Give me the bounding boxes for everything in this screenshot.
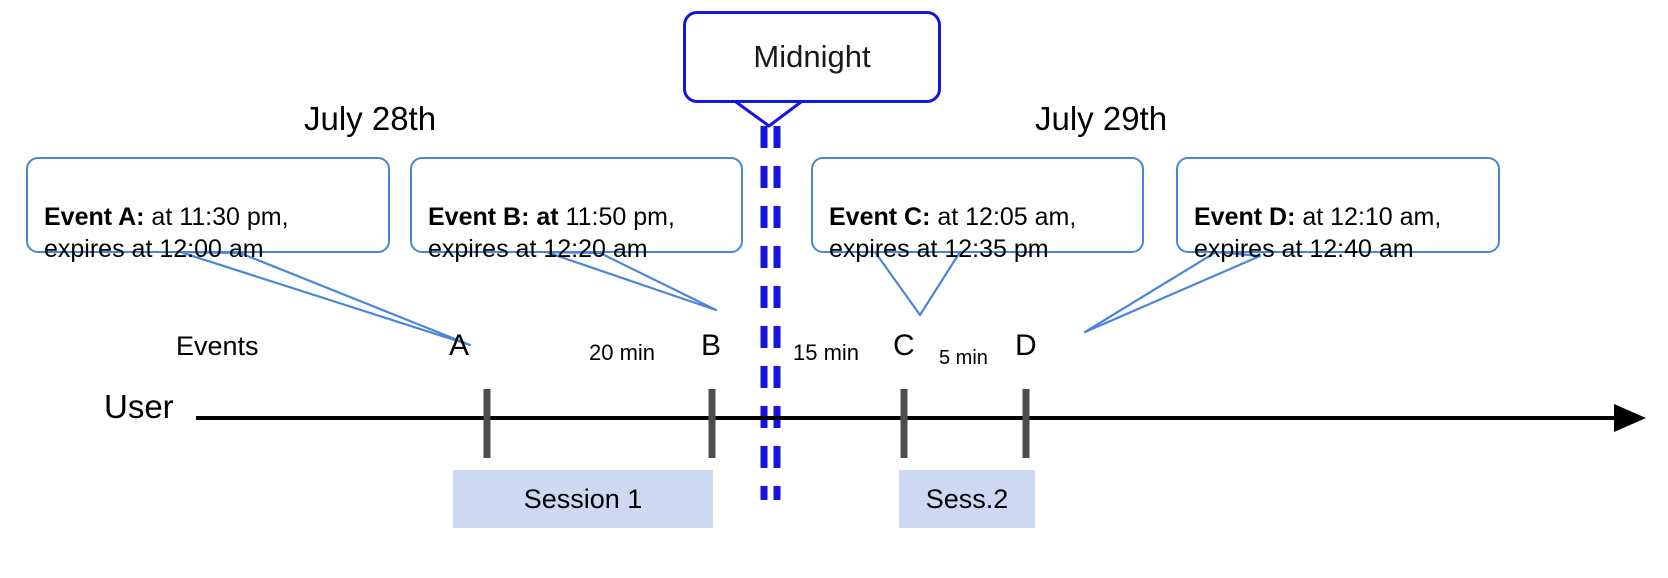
midnight-dashed-line <box>760 126 781 500</box>
day-label-july-29: July 29th <box>1035 100 1168 137</box>
callout-event-a-line2: expires at 12:00 am <box>44 235 264 263</box>
callout-event-a-title: Event A: <box>44 203 145 231</box>
timeline-axis-arrowhead <box>1614 404 1646 432</box>
midnight-label: Midnight <box>753 39 871 74</box>
callout-event-c-title: Event C: <box>829 203 931 231</box>
session-1-label: Session 1 <box>523 483 643 514</box>
callout-event-d-line1: at 12:10 am, <box>1295 203 1442 231</box>
callout-event-a[interactable]: Event A: at 11:30 pm, expires at 12:00 am <box>26 157 390 263</box>
callout-event-b-title: Event B: <box>428 203 530 231</box>
callout-event-d[interactable]: Event D: at 12:10 am, expires at 12:40 am <box>1176 157 1500 263</box>
callout-event-c[interactable]: Event C: at 12:05 am, expires at 12:35 pm <box>811 157 1144 263</box>
session-box-1[interactable]: Session 1 <box>453 470 713 528</box>
midnight-callout-tail <box>735 100 802 128</box>
tick-label-c: C <box>893 329 915 362</box>
session-2-label: Sess.2 <box>925 483 1009 514</box>
gap-label-a-b: 20 min <box>589 340 656 365</box>
callout-event-c-line1: at 12:05 am, <box>930 203 1077 231</box>
tick-label-a: A <box>449 329 470 362</box>
row-label-user: User <box>104 388 174 425</box>
callout-event-d-line2: expires at 12:40 am <box>1194 235 1414 263</box>
day-label-july-28: July 28th <box>304 100 437 137</box>
callout-event-b-title-extra: at <box>529 203 559 231</box>
callout-event-c-line2: expires at 12:35 pm <box>829 235 1049 263</box>
midnight-callout[interactable]: Midnight <box>683 11 941 103</box>
callout-event-b-line2: expires at 12:20 am <box>428 235 648 263</box>
callout-event-b-line1: 11:50 pm, <box>558 203 675 231</box>
callout-event-a-line1: at 11:30 pm, <box>144 203 289 231</box>
callout-event-d-title: Event D: <box>1194 203 1296 231</box>
row-label-events: Events <box>176 331 259 361</box>
gap-label-b-c: 15 min <box>793 340 860 365</box>
callout-event-b[interactable]: Event B: at 11:50 pm, expires at 12:20 am <box>410 157 743 263</box>
gap-label-c-d: 5 min <box>939 347 988 369</box>
tick-label-d: D <box>1015 329 1037 362</box>
session-box-2[interactable]: Sess.2 <box>899 470 1035 528</box>
tick-label-b: B <box>701 329 722 362</box>
timeline-ticks <box>483 389 1030 458</box>
